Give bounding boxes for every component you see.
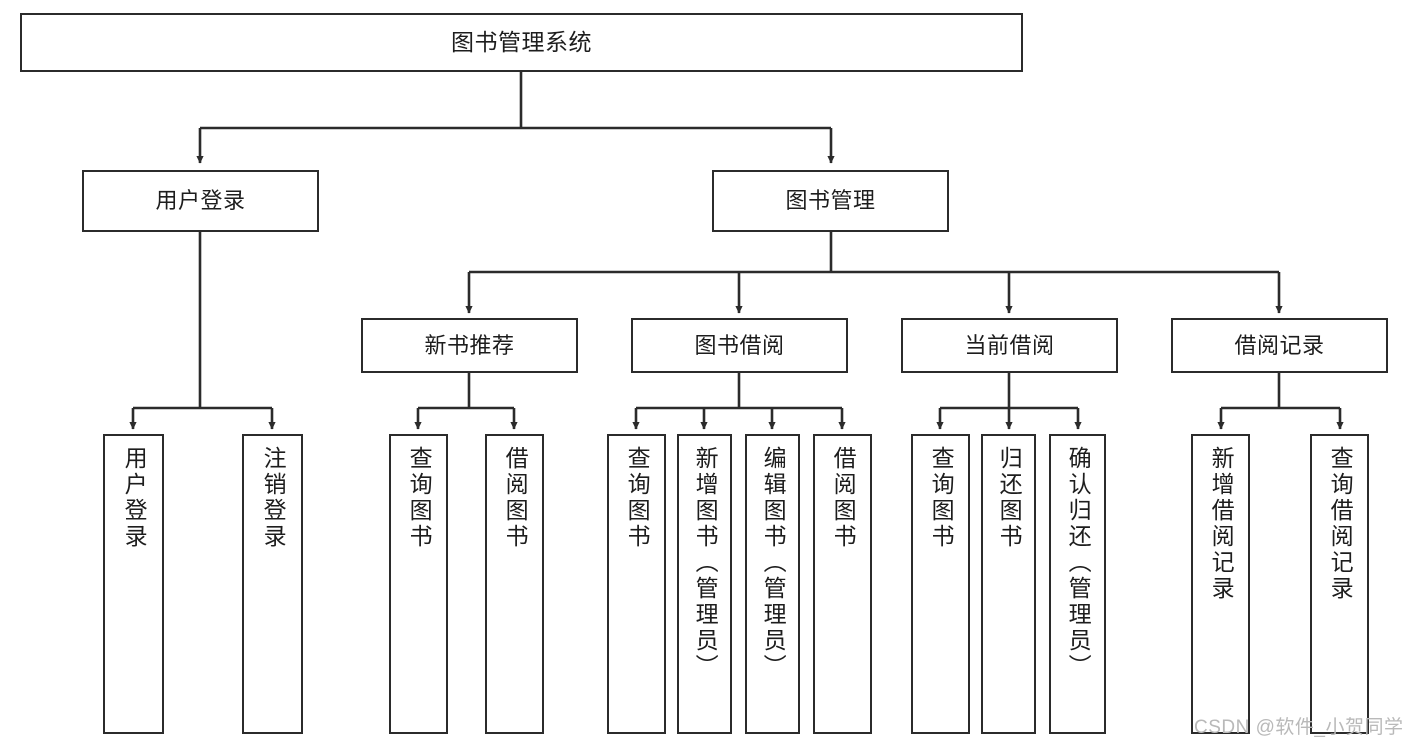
- node-label: 查询图书: [406, 446, 433, 550]
- node-label: 新增借阅记录: [1208, 446, 1235, 602]
- node-book-borrow[interactable]: 图书借阅: [631, 318, 848, 373]
- node-leaf-query-book-3[interactable]: 查询图书: [911, 434, 970, 734]
- node-label: 编辑图书（管理员）: [760, 446, 787, 680]
- node-label: 查询借阅记录: [1327, 446, 1354, 602]
- node-label: 图书管理系统: [451, 28, 592, 55]
- node-root-book-management-system[interactable]: 图书管理系统: [20, 13, 1023, 72]
- node-label: 图书借阅: [694, 332, 785, 358]
- node-label: 注销登录: [260, 446, 287, 550]
- node-label: 借阅记录: [1234, 332, 1325, 358]
- node-new-book-recommend[interactable]: 新书推荐: [361, 318, 578, 373]
- node-leaf-borrow-book-2[interactable]: 借阅图书: [813, 434, 872, 734]
- node-label: 借阅图书: [830, 446, 857, 550]
- node-leaf-add-book[interactable]: 新增图书（管理员）: [677, 434, 732, 734]
- node-leaf-query-book-2[interactable]: 查询图书: [607, 434, 666, 734]
- node-leaf-query-record[interactable]: 查询借阅记录: [1310, 434, 1369, 734]
- node-leaf-return-book[interactable]: 归还图书: [981, 434, 1036, 734]
- node-current-borrow[interactable]: 当前借阅: [901, 318, 1118, 373]
- node-label: 查询图书: [928, 446, 955, 550]
- node-label: 新书推荐: [424, 332, 515, 358]
- node-book-manage[interactable]: 图书管理: [712, 170, 949, 232]
- node-label: 当前借阅: [964, 332, 1055, 358]
- node-leaf-query-book-1[interactable]: 查询图书: [389, 434, 448, 734]
- node-label: 查询图书: [624, 446, 651, 550]
- node-leaf-user-login[interactable]: 用户登录: [103, 434, 164, 734]
- node-label: 借阅图书: [502, 446, 529, 550]
- node-leaf-confirm-return[interactable]: 确认归还（管理员）: [1049, 434, 1106, 734]
- node-leaf-user-logout[interactable]: 注销登录: [242, 434, 303, 734]
- node-borrow-record[interactable]: 借阅记录: [1171, 318, 1388, 373]
- node-label: 用户登录: [121, 446, 148, 550]
- node-leaf-add-record[interactable]: 新增借阅记录: [1191, 434, 1250, 734]
- node-user-login[interactable]: 用户登录: [82, 170, 319, 232]
- node-leaf-borrow-book-1[interactable]: 借阅图书: [485, 434, 544, 734]
- node-label: 新增图书（管理员）: [692, 446, 719, 680]
- node-label: 确认归还（管理员）: [1065, 446, 1092, 680]
- node-label: 图书管理: [785, 188, 876, 214]
- node-label: 用户登录: [155, 188, 246, 214]
- node-label: 归还图书: [996, 446, 1023, 550]
- node-leaf-edit-book[interactable]: 编辑图书（管理员）: [745, 434, 800, 734]
